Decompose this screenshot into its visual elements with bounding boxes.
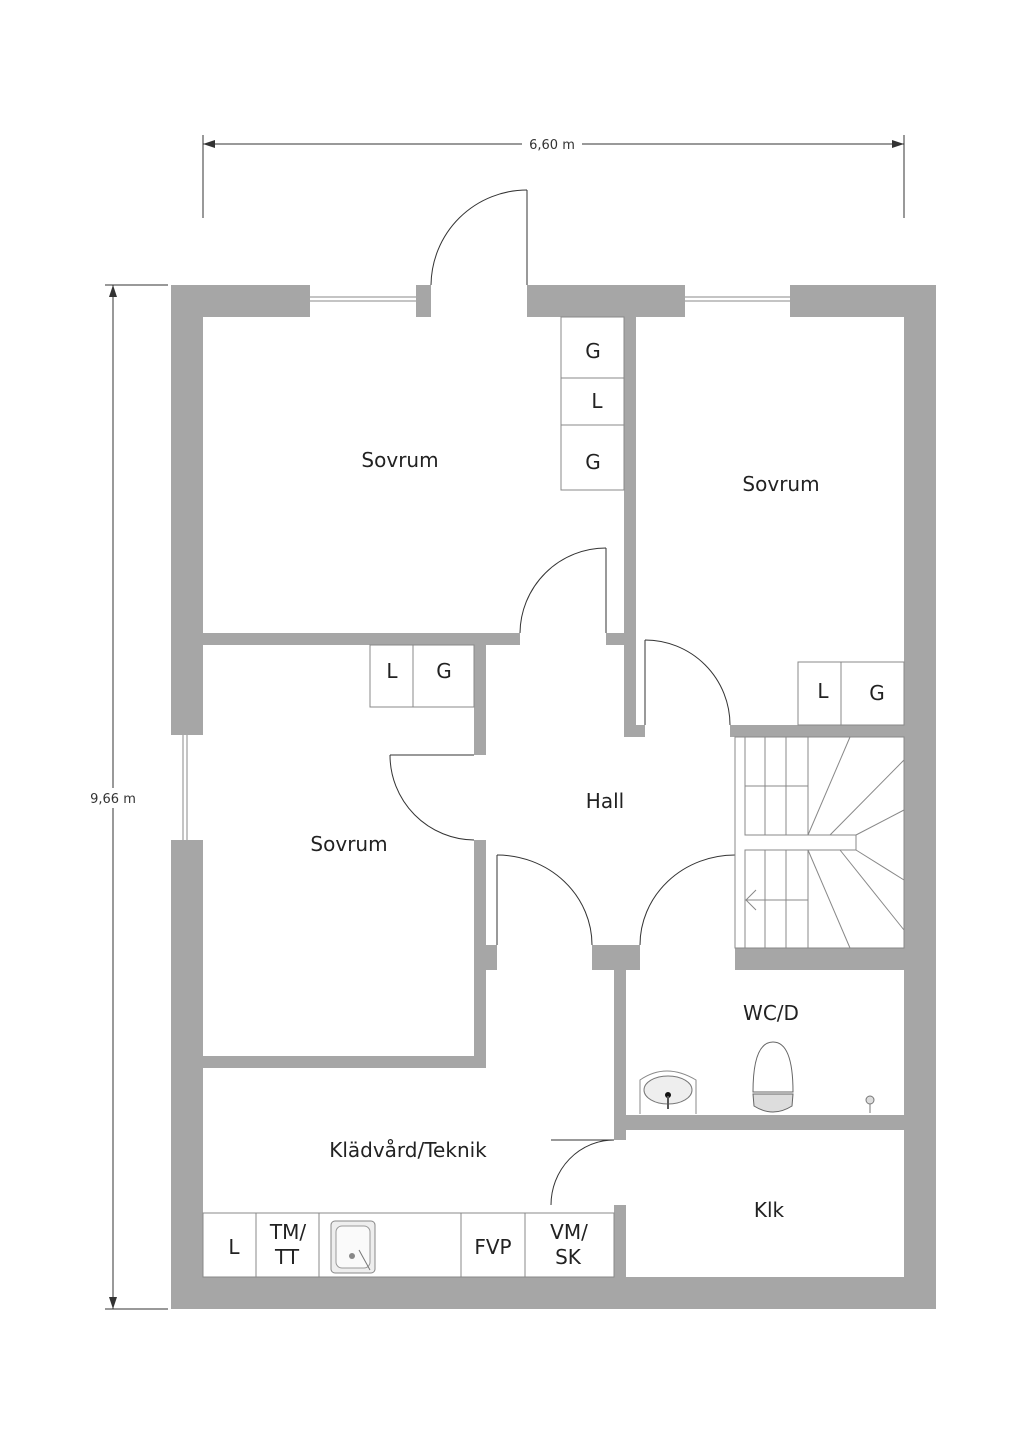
counter-label: TM/ <box>269 1220 306 1244</box>
closet-top: G L G <box>560 316 625 491</box>
stair-arrow-icon <box>745 889 757 911</box>
room-hall: Hall <box>586 789 624 813</box>
toilet-icon <box>752 1041 794 1113</box>
closet-label: L <box>386 659 398 683</box>
window-top-left <box>310 285 416 317</box>
closet-label: G <box>869 681 885 705</box>
entrance-door[interactable] <box>430 189 528 317</box>
counter-label: L <box>228 1235 240 1259</box>
width-label: 6,60 m <box>529 138 575 153</box>
closet-label: L <box>817 679 829 703</box>
door-sovrum-top-left[interactable] <box>519 547 607 634</box>
washbasin-icon <box>639 1070 697 1114</box>
room-klk: Klk <box>754 1198 785 1222</box>
closet-label: G <box>585 450 601 474</box>
window-left <box>171 735 203 840</box>
counter-label: VM/ <box>550 1220 588 1244</box>
room-sovrum-left: Sovrum <box>310 832 387 856</box>
closet-left: L G <box>369 644 475 708</box>
room-kladvard: Klädvård/Teknik <box>329 1138 487 1162</box>
window-top-right <box>685 285 790 317</box>
closet-right: L G <box>797 661 905 726</box>
floor-drain-icon <box>865 1095 875 1113</box>
counter-label: SK <box>555 1245 582 1269</box>
door-klk[interactable] <box>550 1139 615 1206</box>
interior-walls <box>203 317 904 1277</box>
door-sovrum-top-right[interactable] <box>644 639 731 726</box>
room-wc: WC/D <box>743 1001 799 1025</box>
laundry-counter: L TM/ TT FVP VM/ SK <box>202 1212 615 1278</box>
door-sovrum-left[interactable] <box>389 754 475 841</box>
closet-label: G <box>585 339 601 363</box>
room-sovrum-top-right: Sovrum <box>742 472 819 496</box>
staircase <box>734 736 905 949</box>
height-label: 9,66 m <box>90 792 136 807</box>
sink-icon <box>330 1220 376 1274</box>
room-sovrum-top-left: Sovrum <box>361 448 438 472</box>
door-kladvard[interactable] <box>496 854 593 946</box>
counter-label: FVP <box>474 1235 511 1259</box>
closet-label: G <box>436 659 452 683</box>
closet-label: L <box>591 389 603 413</box>
width-dimension: 6,60 m <box>202 134 905 218</box>
counter-label: TT <box>274 1245 300 1269</box>
height-dimension: 9,66 m <box>84 284 168 1310</box>
